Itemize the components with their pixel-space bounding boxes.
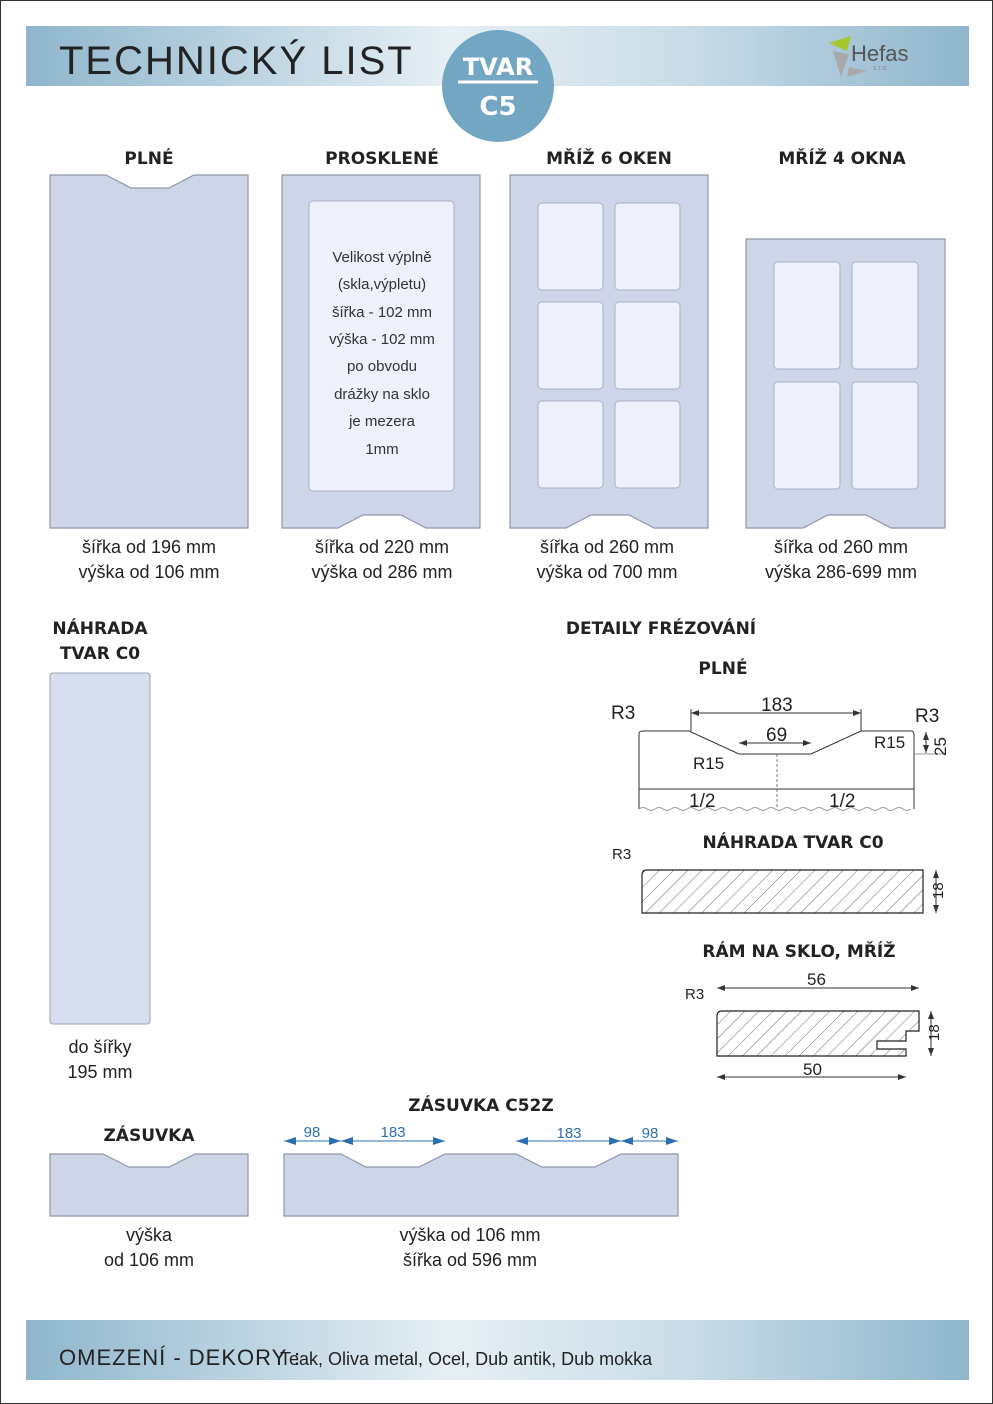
- shape-badge: [442, 30, 554, 142]
- drawer-c52z: [283, 1153, 679, 1217]
- svg-text:18: 18: [930, 882, 947, 899]
- door-title: MŘÍŽ 4 OKNA: [778, 147, 906, 169]
- detail-plne-title: PLNÉ: [698, 657, 747, 679]
- c0-caption: 195 mm: [67, 1062, 132, 1082]
- svg-text:183: 183: [380, 1124, 405, 1141]
- svg-text:R15: R15: [693, 754, 724, 773]
- svg-text:56: 56: [807, 970, 826, 989]
- svg-text:98: 98: [642, 1125, 659, 1142]
- svg-text:1/2: 1/2: [829, 791, 855, 812]
- svg-text:Velikost výplně: Velikost výplně: [332, 249, 431, 266]
- svg-text:25: 25: [931, 737, 950, 756]
- svg-text:1mm: 1mm: [365, 441, 398, 458]
- drawer-front: [49, 1153, 249, 1217]
- svg-text:Hefas: Hefas: [851, 41, 908, 66]
- svg-text:69: 69: [766, 725, 787, 746]
- badge-bottom: C5: [479, 92, 516, 122]
- svg-text:drážky na sklo: drážky na sklo: [334, 386, 430, 403]
- svg-text:50: 50: [803, 1060, 822, 1079]
- detail-ram-title: RÁM NA SKLO, MŘÍŽ: [702, 940, 895, 962]
- c52z-dimensions: 98 183 183 98: [284, 1124, 678, 1145]
- door-width: šířka od 220 mm: [315, 537, 449, 557]
- c52z-caption: výška od 106 mm: [399, 1225, 540, 1245]
- svg-text:s.r.o.: s.r.o.: [873, 65, 888, 72]
- profile-c0: R3 18: [612, 846, 947, 914]
- svg-text:R15: R15: [874, 733, 905, 752]
- c52z-caption: šířka od 596 mm: [403, 1250, 537, 1270]
- svg-text:R3: R3: [685, 986, 704, 1003]
- svg-text:R3: R3: [611, 703, 635, 724]
- nahrada-title: NÁHRADA: [52, 617, 148, 639]
- svg-text:šířka - 102 mm: šířka - 102 mm: [332, 304, 432, 321]
- svg-text:R3: R3: [915, 706, 939, 727]
- svg-text:výška - 102 mm: výška - 102 mm: [329, 331, 435, 348]
- footer-label: OMEZENÍ - DEKORY :: [59, 1345, 301, 1370]
- svg-text:98: 98: [304, 1124, 321, 1141]
- footer-band: [26, 1320, 969, 1380]
- door-title: PROSKLENÉ: [325, 147, 439, 169]
- nahrada-title: TVAR C0: [60, 644, 140, 664]
- c0-caption: do šířky: [68, 1037, 131, 1057]
- details-title: DETAILY FRÉZOVÁNÍ: [566, 617, 756, 639]
- svg-text:je mezera: je mezera: [348, 413, 416, 430]
- c52z-title: ZÁSUVKA C52Z: [408, 1094, 553, 1116]
- door-height: výška od 106 mm: [78, 562, 219, 582]
- svg-text:1/2: 1/2: [689, 791, 715, 812]
- door-c0: [49, 672, 151, 1025]
- page-title: TECHNICKÝ LIST: [59, 38, 414, 83]
- svg-text:183: 183: [556, 1125, 581, 1142]
- detail-c0-title: NÁHRADA TVAR C0: [702, 831, 883, 853]
- door-width: šířka od 260 mm: [540, 537, 674, 557]
- door-height: výška od 700 mm: [536, 562, 677, 582]
- hefas-logo: Hefas s.r.o.: [829, 36, 908, 77]
- door-width: šířka od 260 mm: [774, 537, 908, 557]
- door-title: PLNÉ: [124, 147, 173, 169]
- door-title: MŘÍŽ 6 OKEN: [546, 147, 672, 169]
- zasuvka-title: ZÁSUVKA: [103, 1124, 195, 1146]
- badge-top: TVAR: [463, 53, 533, 81]
- svg-text:R3: R3: [612, 846, 631, 863]
- profile-ram: R3 56 50 18: [685, 970, 943, 1080]
- glass-info: Velikost výplně (skla,výpletu) šířka - 1…: [329, 249, 435, 458]
- svg-text:183: 183: [761, 695, 793, 716]
- door-width: šířka od 196 mm: [82, 537, 216, 557]
- svg-text:(skla,výpletu): (skla,výpletu): [338, 276, 426, 293]
- svg-text:18: 18: [926, 1024, 943, 1041]
- door-plne: [49, 174, 249, 529]
- door-height: výška 286-699 mm: [765, 562, 917, 582]
- profile-plne: R3 R3 183 69 R15 R15 25 1/2 1/2: [611, 695, 950, 812]
- door-height: výška od 286 mm: [311, 562, 452, 582]
- svg-text:po obvodu: po obvodu: [347, 358, 417, 375]
- footer-decors: Teak, Oliva metal, Ocel, Dub antik, Dub …: [280, 1349, 653, 1369]
- zasuvka-caption: od 106 mm: [104, 1250, 194, 1270]
- zasuvka-caption: výška: [126, 1225, 173, 1245]
